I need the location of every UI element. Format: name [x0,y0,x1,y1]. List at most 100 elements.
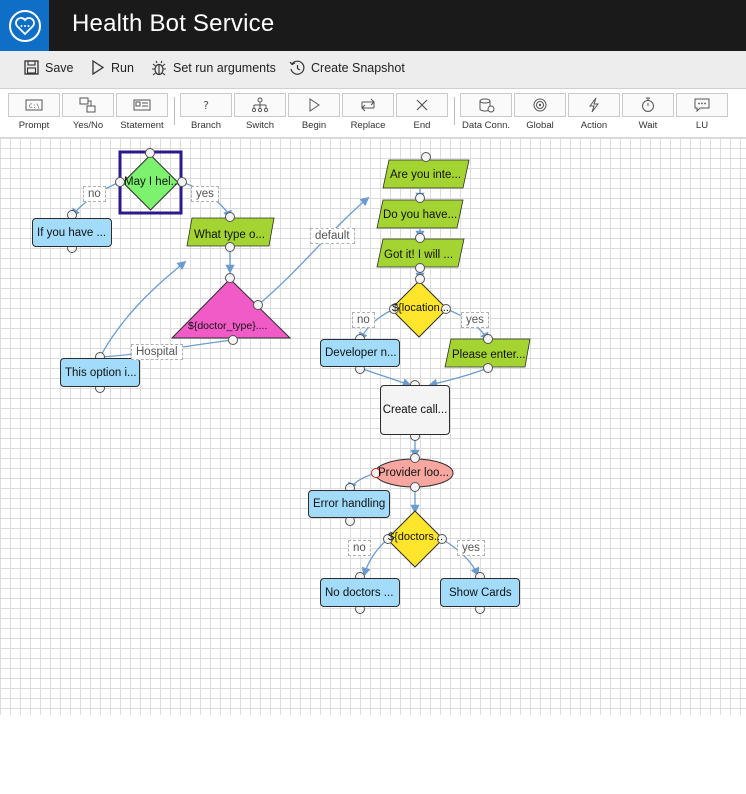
palette-data-connection-label: Data Conn. [461,120,511,131]
prompt-shape[interactable] [186,217,275,247]
branch-node-label: ${doctors... [388,531,444,543]
statement-node-label: Developer n... [325,347,397,359]
prompt-node-label: Are you inte... [390,169,461,181]
yesno-node-label: May I hel... [124,176,181,188]
branch-node-label: ${location... [392,302,449,314]
palette-wait[interactable]: Wait [622,93,674,137]
switch-icon [251,97,269,113]
edge-label-no[interactable]: no [352,312,375,328]
statement-node[interactable]: This option i... [60,358,140,387]
shape-palette: C:\ Prompt Yes/No Statement ? Branch Swi… [0,89,746,138]
end-icon [416,99,428,111]
wait-icon [642,97,654,112]
create-snapshot-label: Create Snapshot [311,61,405,75]
statement-node[interactable]: Error handling [308,490,390,518]
palette-yesno-label: Yes/No [72,120,104,131]
set-run-arguments-label: Set run arguments [173,61,276,75]
prompt-shape[interactable] [382,159,470,189]
run-label: Run [111,60,134,75]
edge-label-no[interactable]: no [83,186,106,202]
branch-shape[interactable] [390,280,448,338]
palette-yesno[interactable]: Yes/No [62,93,114,137]
error-port[interactable] [371,468,381,478]
app-title: Health Bot Service [72,10,275,37]
play-icon [92,60,105,75]
palette-prompt-label: Prompt [18,120,50,131]
edge-label-yes[interactable]: yes [191,186,219,202]
palette-branch-label: Branch [190,120,222,131]
history-icon [289,60,305,75]
palette-replace[interactable]: Replace [342,93,394,137]
edge-label-hospital[interactable]: Hospital [131,344,183,360]
statement-node-label: If you have ... [37,226,107,239]
statement-node[interactable]: Show Cards [440,578,520,607]
set-run-arguments-button[interactable]: Set run arguments [151,60,276,76]
statement-node[interactable]: No doctors ... [320,578,400,607]
replace-icon [361,98,375,112]
statement-node-label: Show Cards [449,586,512,599]
flow-canvas[interactable]: May I hel... If you have ... What type o… [0,138,746,715]
prompt-node-label: Do you have... [383,209,458,221]
branch-shape[interactable] [386,510,444,568]
palette-global[interactable]: Global [514,93,566,137]
edge-label-default[interactable]: default [310,228,355,244]
app-logo[interactable] [0,0,49,51]
edge-label-no[interactable]: no [348,540,371,556]
statement-node-label: Error handling [313,498,386,510]
save-label: Save [45,60,74,75]
begin-icon [309,98,320,112]
palette-statement-label: Statement [120,120,164,131]
statement-node-label: No doctors ... [325,586,394,599]
create-snapshot-button[interactable]: Create Snapshot [289,60,405,76]
yesno-icon [79,97,96,113]
title-bar: Health Bot Service [0,0,746,51]
palette-end-label: End [413,120,431,131]
svg-text:C:\: C:\ [29,103,40,110]
edge-label-yes[interactable]: yes [461,312,489,328]
prompt-icon: C:\ [25,99,43,111]
prompt-node-label: Got it! I will ... [384,249,454,261]
palette-global-label: Global [526,120,554,131]
palette-switch-label: Switch [246,120,274,131]
bug-icon [152,60,166,76]
palette-branch[interactable]: ? Branch [180,93,232,137]
action-icon [589,97,599,113]
palette-statement[interactable]: Statement [116,93,168,137]
palette-switch[interactable]: Switch [234,93,286,137]
palette-data-connection[interactable]: Data Conn. [460,93,512,137]
data-connection-node[interactable]: Create call... [380,385,450,435]
global-icon [533,98,547,112]
palette-end[interactable]: End [396,93,448,137]
prompt-node-label: Please enter... [452,349,526,361]
statement-node-label: This option i... [65,366,137,379]
run-button[interactable]: Run [91,60,134,75]
statement-node[interactable]: If you have ... [32,218,112,247]
data-connection-icon [479,98,495,113]
palette-lu-label: LU [695,120,709,131]
action-node-label: Provider loo... [378,467,449,479]
palette-action-label: Action [580,120,608,131]
yesno-shape[interactable] [122,154,179,211]
palette-lu[interactable]: LU [676,93,728,137]
palette-separator [454,97,455,125]
prompt-shape[interactable] [376,238,465,268]
palette-prompt[interactable]: C:\ Prompt [8,93,60,137]
data-connection-node-label: Create call... [382,404,448,416]
palette-wait-label: Wait [638,120,658,131]
heart-chat-icon [8,9,41,42]
statement-icon [133,99,151,111]
command-bar: Save Run Set run arguments Create Snapsh… [0,51,746,89]
save-icon [24,60,39,75]
save-button[interactable]: Save [24,60,74,75]
branch-icon: ? [203,98,209,112]
statement-node[interactable]: Developer n... [320,339,400,367]
palette-begin-label: Begin [301,120,327,131]
prompt-shape[interactable] [444,338,531,368]
prompt-shape[interactable] [376,199,464,229]
palette-separator [174,97,175,125]
edge-label-yes[interactable]: yes [457,540,485,556]
palette-action[interactable]: Action [568,93,620,137]
switch-node-label: ${doctor_type}.... [188,320,268,332]
palette-begin[interactable]: Begin [288,93,340,137]
connection-ports[interactable] [67,148,493,614]
